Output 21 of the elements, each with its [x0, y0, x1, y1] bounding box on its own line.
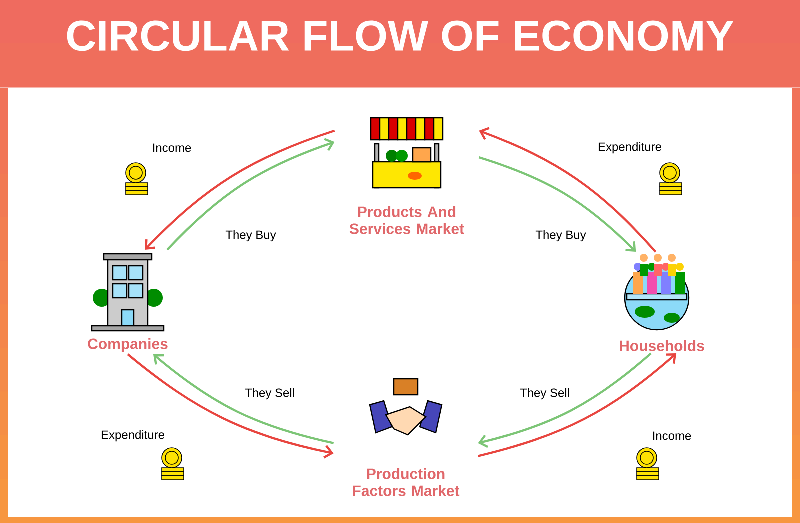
arrow: [478, 352, 652, 448]
arrow: [478, 354, 677, 458]
node-label: Companies: [88, 338, 168, 352]
edge-label: They Sell: [245, 388, 294, 400]
edge-label: Expenditure: [598, 142, 662, 154]
arrow: [154, 354, 334, 444]
arrow: [479, 127, 657, 253]
arrow: [166, 138, 335, 251]
arrow: [478, 156, 636, 252]
edge-label: Income: [653, 432, 692, 440]
node-label: Production Factors Market: [353, 468, 460, 496]
node-label: Households: [620, 340, 704, 352]
edge-label: Expenditure: [102, 430, 164, 442]
edge-label: They Sell: [520, 388, 570, 400]
arrow: [127, 354, 334, 459]
arrow: [144, 130, 336, 250]
title: CIRCULAR FLOW OF ECONOMY: [67, 20, 734, 52]
edge-label: They Buy: [536, 230, 586, 242]
node-label: Products And Services Market: [350, 206, 464, 234]
edge-label: They Buy: [226, 230, 276, 242]
edge-label: Income: [153, 144, 192, 152]
